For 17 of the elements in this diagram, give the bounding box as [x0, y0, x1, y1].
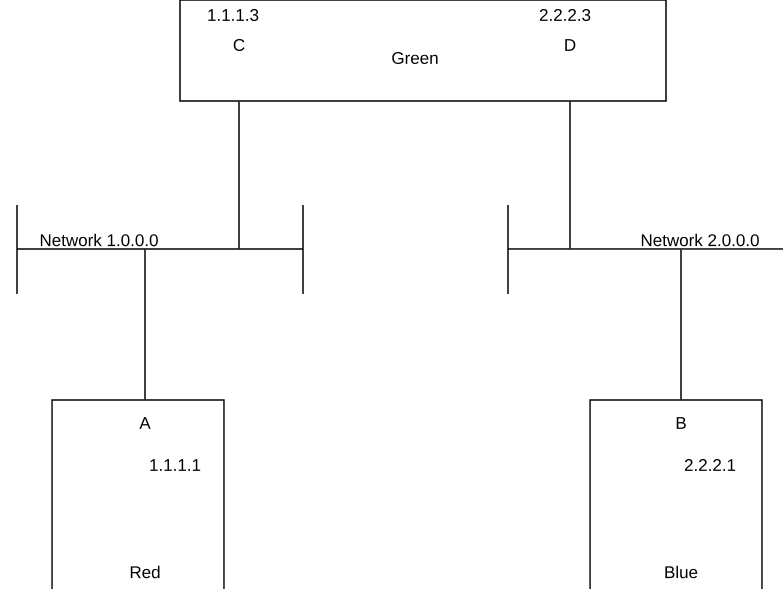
connector-line — [680, 250, 682, 400]
node-text: 1.1.1.3 — [208, 8, 258, 22]
node-text: 1.1.1.1 — [150, 459, 200, 471]
node-text: Network 1.0.0.0 — [40, 234, 158, 246]
node-text: Network 2.0.0.0 — [642, 234, 759, 246]
node-text: Blue — [665, 566, 698, 578]
node-text: B — [676, 417, 686, 429]
connector-line — [238, 102, 240, 248]
node-text: 2.2.2.3 — [540, 8, 590, 22]
node-text: C — [234, 38, 244, 52]
connector-line — [144, 250, 146, 400]
node-text: A — [139, 417, 151, 429]
node-text: 2.2.2.1 — [684, 459, 736, 471]
node-text: D — [565, 39, 576, 51]
node-text: Green — [392, 52, 438, 64]
node-text: Red — [130, 566, 160, 578]
connector-line — [569, 102, 571, 248]
